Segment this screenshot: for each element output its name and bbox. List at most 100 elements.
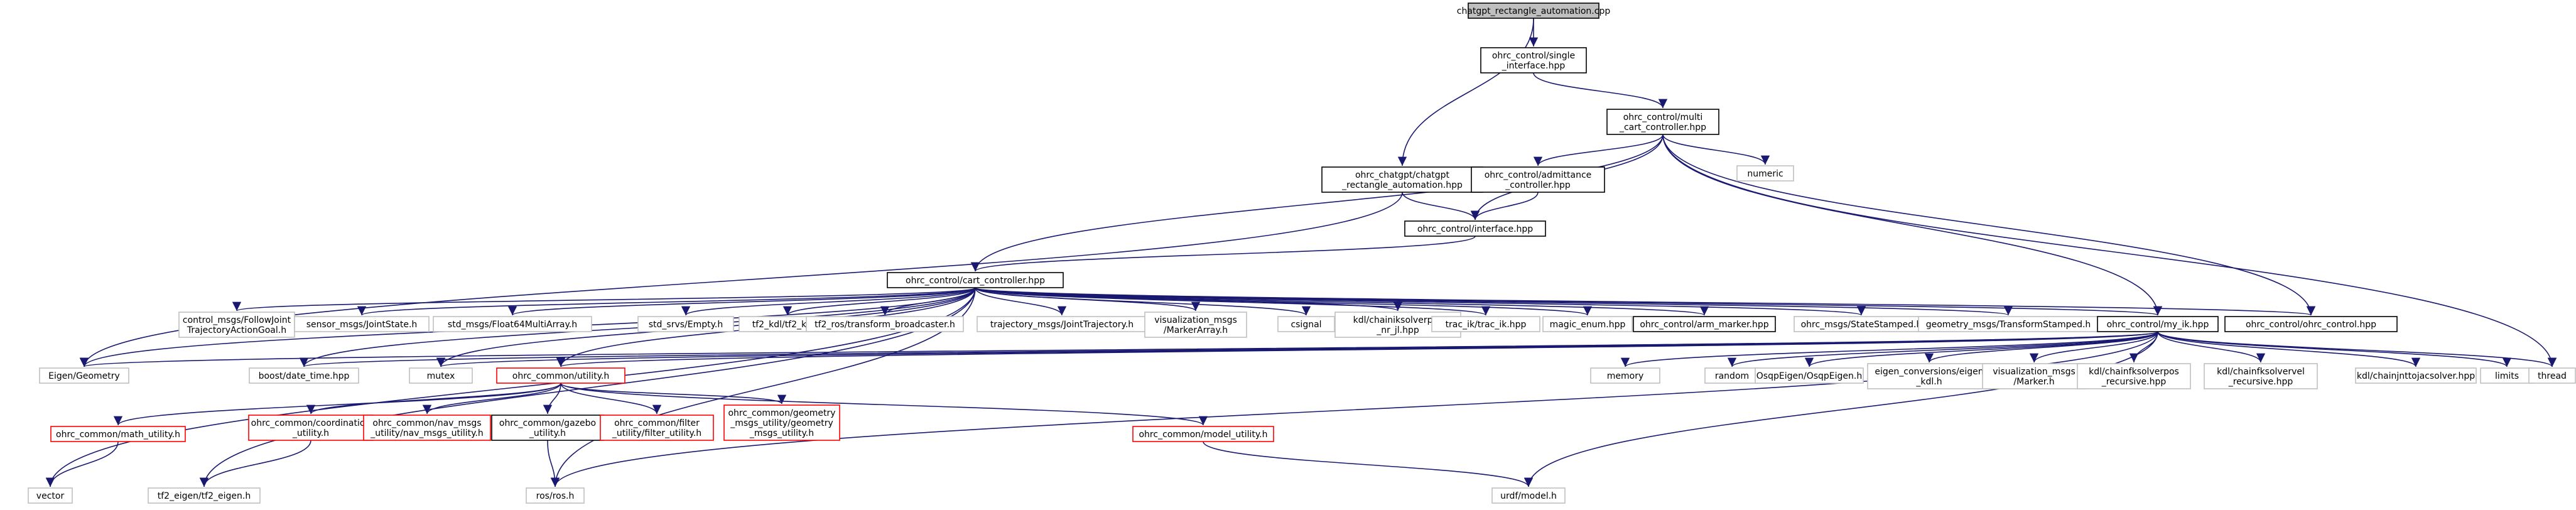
node-geomutil[interactable]: ohrc_common/geometry_msgs_utility/geomet… [723, 404, 840, 441]
node-follow: control_msgs/FollowJointTrajectoryAction… [178, 312, 295, 338]
node-osqpeigen: OsqpEigen/OsqpEigen.h [1755, 367, 1864, 384]
node-box-urdf [1491, 487, 1566, 504]
node-box-magicenum [1542, 316, 1633, 332]
node-root[interactable]: chatgpt_rectangle_automation.cpp [1457, 3, 1611, 19]
dependency-edge-chatgpt_rect-to-interface [1402, 192, 1480, 220]
node-label-chainjnttojac-line-0: kdl/chainjnttojacsolver.hpp [2357, 371, 2475, 381]
dependency-edge-single_iface-to-multi_cart [1533, 72, 1668, 109]
node-label-limits-line-0: limits [2495, 371, 2519, 381]
node-cart[interactable]: ohrc_control/cart_controller.hpp [887, 272, 1064, 288]
node-label-myik-line-0: ohrc_control/my_ik.hpp [2107, 320, 2209, 330]
node-label-multi_cart-line-1: _cart_controller.hpp [1619, 122, 1706, 133]
node-box-vector [28, 487, 73, 504]
node-coordutil[interactable]: ohrc_common/coordination_utility.h [248, 415, 374, 441]
node-ohrccontrol[interactable]: ohrc_control/ohrc_control.hpp [2224, 316, 2398, 332]
node-label-interface-line-0: ohrc_control/interface.hpp [1417, 224, 1533, 234]
node-single_iface[interactable]: ohrc_control/single_interface.hpp [1480, 47, 1587, 73]
node-gazeboutil[interactable]: ohrc_common/gazebo_utility.h [491, 415, 604, 441]
node-box-modelutil [1132, 426, 1274, 442]
dependency-edge-myik-to-chainfksolvervel [2157, 331, 2266, 363]
node-navutil[interactable]: ohrc_common/nav_msgs_utility/nav_msgs_ut… [363, 415, 491, 441]
node-label-tracik-line-0: trac_ik/trac_ik.hpp [1446, 320, 1527, 330]
node-label-random-line-0: random [1715, 371, 1749, 381]
dependency-edge-cart-to-tf2kdl [783, 287, 976, 316]
node-box-eigengeom [39, 367, 129, 384]
node-box-multi_cart [1606, 109, 1719, 135]
node-label-mathutil-line-0: ohrc_common/math_utility.h [56, 430, 180, 440]
node-box-memory [1590, 367, 1660, 384]
node-box-utility [496, 367, 625, 384]
dependency-edge-cart-to-jtraj [975, 287, 1067, 316]
node-label-single_iface-line-1: _interface.hpp [1502, 61, 1566, 71]
node-label-chainiksolver-line-0: kdl/chainiksolverpos [1353, 315, 1443, 325]
dependency-edge-utility-to-geomutil [560, 382, 786, 404]
node-label-memory-line-0: memory [1607, 371, 1644, 381]
node-chainfksolverpos: kdl/chainfksolverpos_recursive.hpp [2077, 363, 2191, 389]
node-label-armmarker-line-0: ohrc_control/arm_marker.hpp [1640, 320, 1768, 330]
node-multi_cart[interactable]: ohrc_control/multi_cart_controller.hpp [1606, 109, 1719, 135]
node-label-tf2eigen-line-0: tf2_eigen/tf2_eigen.h [158, 491, 251, 501]
node-tfstamped: geometry_msgs/TransformStamped.h [1918, 316, 2099, 332]
node-label-csignal-line-0: csignal [1291, 320, 1321, 330]
dependency-edge-myik-to-memory [1621, 331, 2158, 367]
node-label-follow-line-0: control_msgs/FollowJoint [183, 315, 291, 325]
node-utility[interactable]: ohrc_common/utility.h [496, 367, 625, 384]
node-armmarker[interactable]: ohrc_control/arm_marker.hpp [1633, 316, 1776, 332]
node-tf2eigen: tf2_eigen/tf2_eigen.h [148, 487, 261, 504]
node-modelutil[interactable]: ohrc_common/model_utility.h [1132, 426, 1274, 442]
node-label-root-line-0: chatgpt_rectangle_automation.cpp [1457, 6, 1611, 16]
node-label-rosros-line-0: ros/ros.h [536, 491, 575, 501]
node-label-chainfksolverpos-line-0: kdl/chainfksolverpos [2089, 367, 2179, 377]
dependency-edge-myik-to-chainjnttojac [2157, 331, 2420, 367]
node-statestamped: ohrc_msgs/StateStamped.h [1794, 316, 1929, 332]
node-box-single_iface [1480, 47, 1587, 73]
node-label-geomutil-line-2: _msgs_utility.h [749, 428, 814, 438]
dependency-edge-multi_cart-to-thread [1662, 134, 2557, 367]
node-label-navutil-line-0: ohrc_common/nav_msgs [372, 418, 481, 428]
dependency-edge-multi_cart-to-numeric [1662, 134, 1770, 165]
node-label-vector-line-0: vector [36, 491, 65, 501]
dependency-edge-utility-to-modelutil [560, 382, 1208, 426]
node-interface[interactable]: ohrc_control/interface.hpp [1404, 220, 1546, 237]
node-filterutil[interactable]: ohrc_common/filter_utility/filter_utilit… [600, 415, 714, 441]
node-myik[interactable]: ohrc_control/my_ik.hpp [2097, 316, 2219, 332]
dependency-edge-myik-to-urdf [1523, 331, 2158, 487]
dependency-edge-gazeboutil-to-rosros [547, 440, 560, 487]
node-mathutil[interactable]: ohrc_common/math_utility.h [50, 426, 186, 442]
node-eigengeom: Eigen/Geometry [39, 367, 129, 384]
node-box-numeric [1736, 165, 1794, 182]
node-label-geomutil-line-1: _msgs_utility/geometry [730, 418, 833, 428]
node-label-tfbr-line-0: tf2_ros/transform_broadcaster.h [814, 320, 955, 330]
dependency-edge-root-to-chatgpt_rect [1397, 18, 1534, 166]
node-box-rosros [526, 487, 585, 504]
node-label-osqpeigen-line-0: OsqpEigen/OsqpEigen.h [1756, 371, 1862, 381]
node-label-numeric-line-0: numeric [1747, 169, 1783, 179]
node-label-multi_cart-line-0: ohrc_control/multi [1623, 112, 1703, 122]
node-label-coordutil-line-1: _utility.h [292, 428, 329, 438]
dependency-edge-cart-to-f64 [508, 287, 976, 316]
node-chatgpt_rect[interactable]: ohrc_chatgpt/chatgpt_rectangle_automatio… [1321, 166, 1483, 193]
dependency-edge-modelutil-to-urdf [1203, 441, 1533, 487]
node-box-geomutil [723, 404, 840, 441]
dependency-edge-cart-to-follow [232, 287, 976, 312]
node-box-myik [2097, 316, 2219, 332]
node-label-filterutil-line-1: _utility/filter_utility.h [612, 428, 701, 438]
dependency-edge-cart-to-empty [681, 287, 976, 316]
dependency-edge-cart-to-armmarker [975, 287, 1709, 316]
node-random: random [1704, 367, 1760, 384]
node-label-navutil-line-1: _utility/nav_msgs_utility.h [370, 428, 484, 438]
node-box-root [1468, 3, 1599, 19]
node-label-markerarr-line-0: visualization_msgs [1154, 315, 1237, 325]
dependency-edge-multi_cart-to-myik [1662, 134, 2163, 316]
node-label-tf2kdl-line-0: tf2_kdl/tf2_kdl.h [752, 320, 823, 330]
node-box-chainfksolverpos [2077, 363, 2191, 389]
dependency-edge-myik-to-thread [2157, 331, 2557, 367]
node-magicenum: magic_enum.hpp [1542, 316, 1633, 332]
node-label-chainfksolvervel-line-1: _recursive.hpp [2228, 377, 2293, 387]
node-label-marker-line-0: visualization_msgs [1993, 367, 2075, 377]
node-admittance[interactable]: ohrc_control/admittance_controller.hpp [1471, 166, 1605, 193]
node-box-ohrccontrol [2224, 316, 2398, 332]
node-label-utility-line-0: ohrc_common/utility.h [512, 371, 609, 381]
node-label-cart-line-0: ohrc_control/cart_controller.hpp [906, 276, 1045, 286]
